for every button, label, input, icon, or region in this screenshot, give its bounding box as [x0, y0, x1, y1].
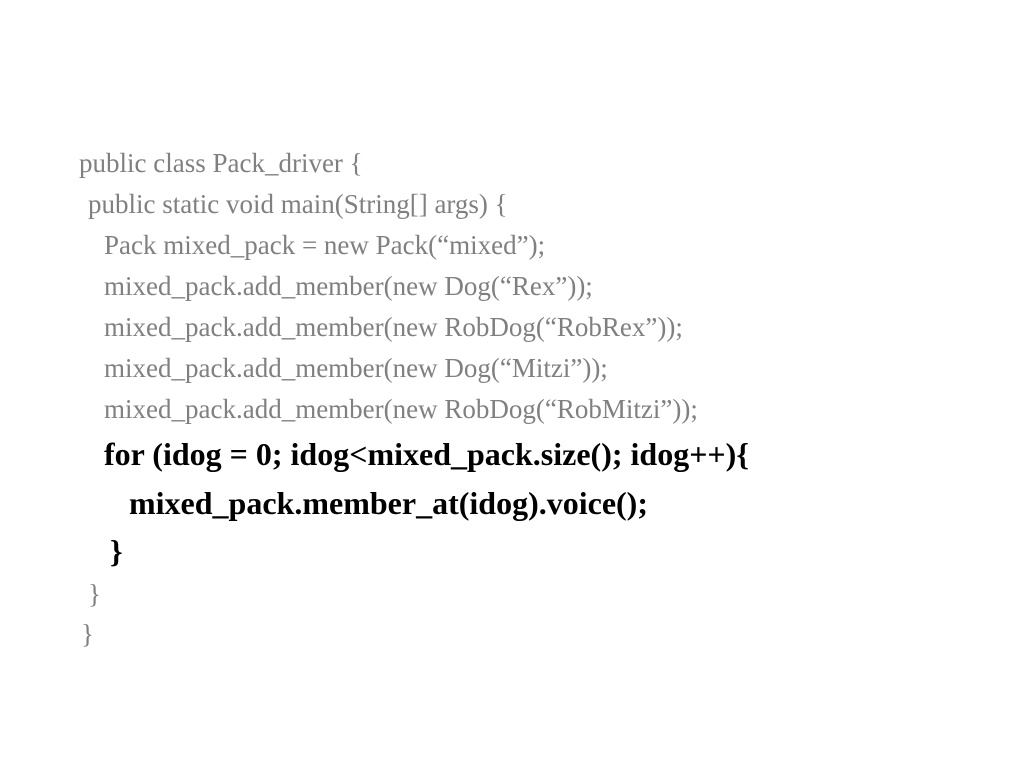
class-declaration-line: public class Pack_driver {: [79, 148, 363, 178]
for-loop-closing-brace: }: [110, 533, 123, 569]
main-method-closing-brace: }: [88, 579, 101, 609]
add-member-rex-line: mixed_pack.add_member(new Dog(“Rex”));: [104, 271, 593, 301]
for-loop-line: for (idog = 0; idog<mixed_pack.size(); i…: [104, 436, 749, 472]
voice-call-line: mixed_pack.member_at(idog).voice();: [129, 485, 648, 521]
class-closing-brace: }: [81, 619, 94, 649]
add-member-robrex-line: mixed_pack.add_member(new RobDog(“RobRex…: [104, 312, 683, 342]
main-method-line: public static void main(String[] args) {: [88, 189, 508, 219]
pack-construction-line: Pack mixed_pack = new Pack(“mixed”);: [104, 230, 546, 260]
add-member-robmitzi-line: mixed_pack.add_member(new RobDog(“RobMit…: [104, 394, 698, 424]
add-member-mitzi-line: mixed_pack.add_member(new Dog(“Mitzi”));: [104, 353, 608, 383]
